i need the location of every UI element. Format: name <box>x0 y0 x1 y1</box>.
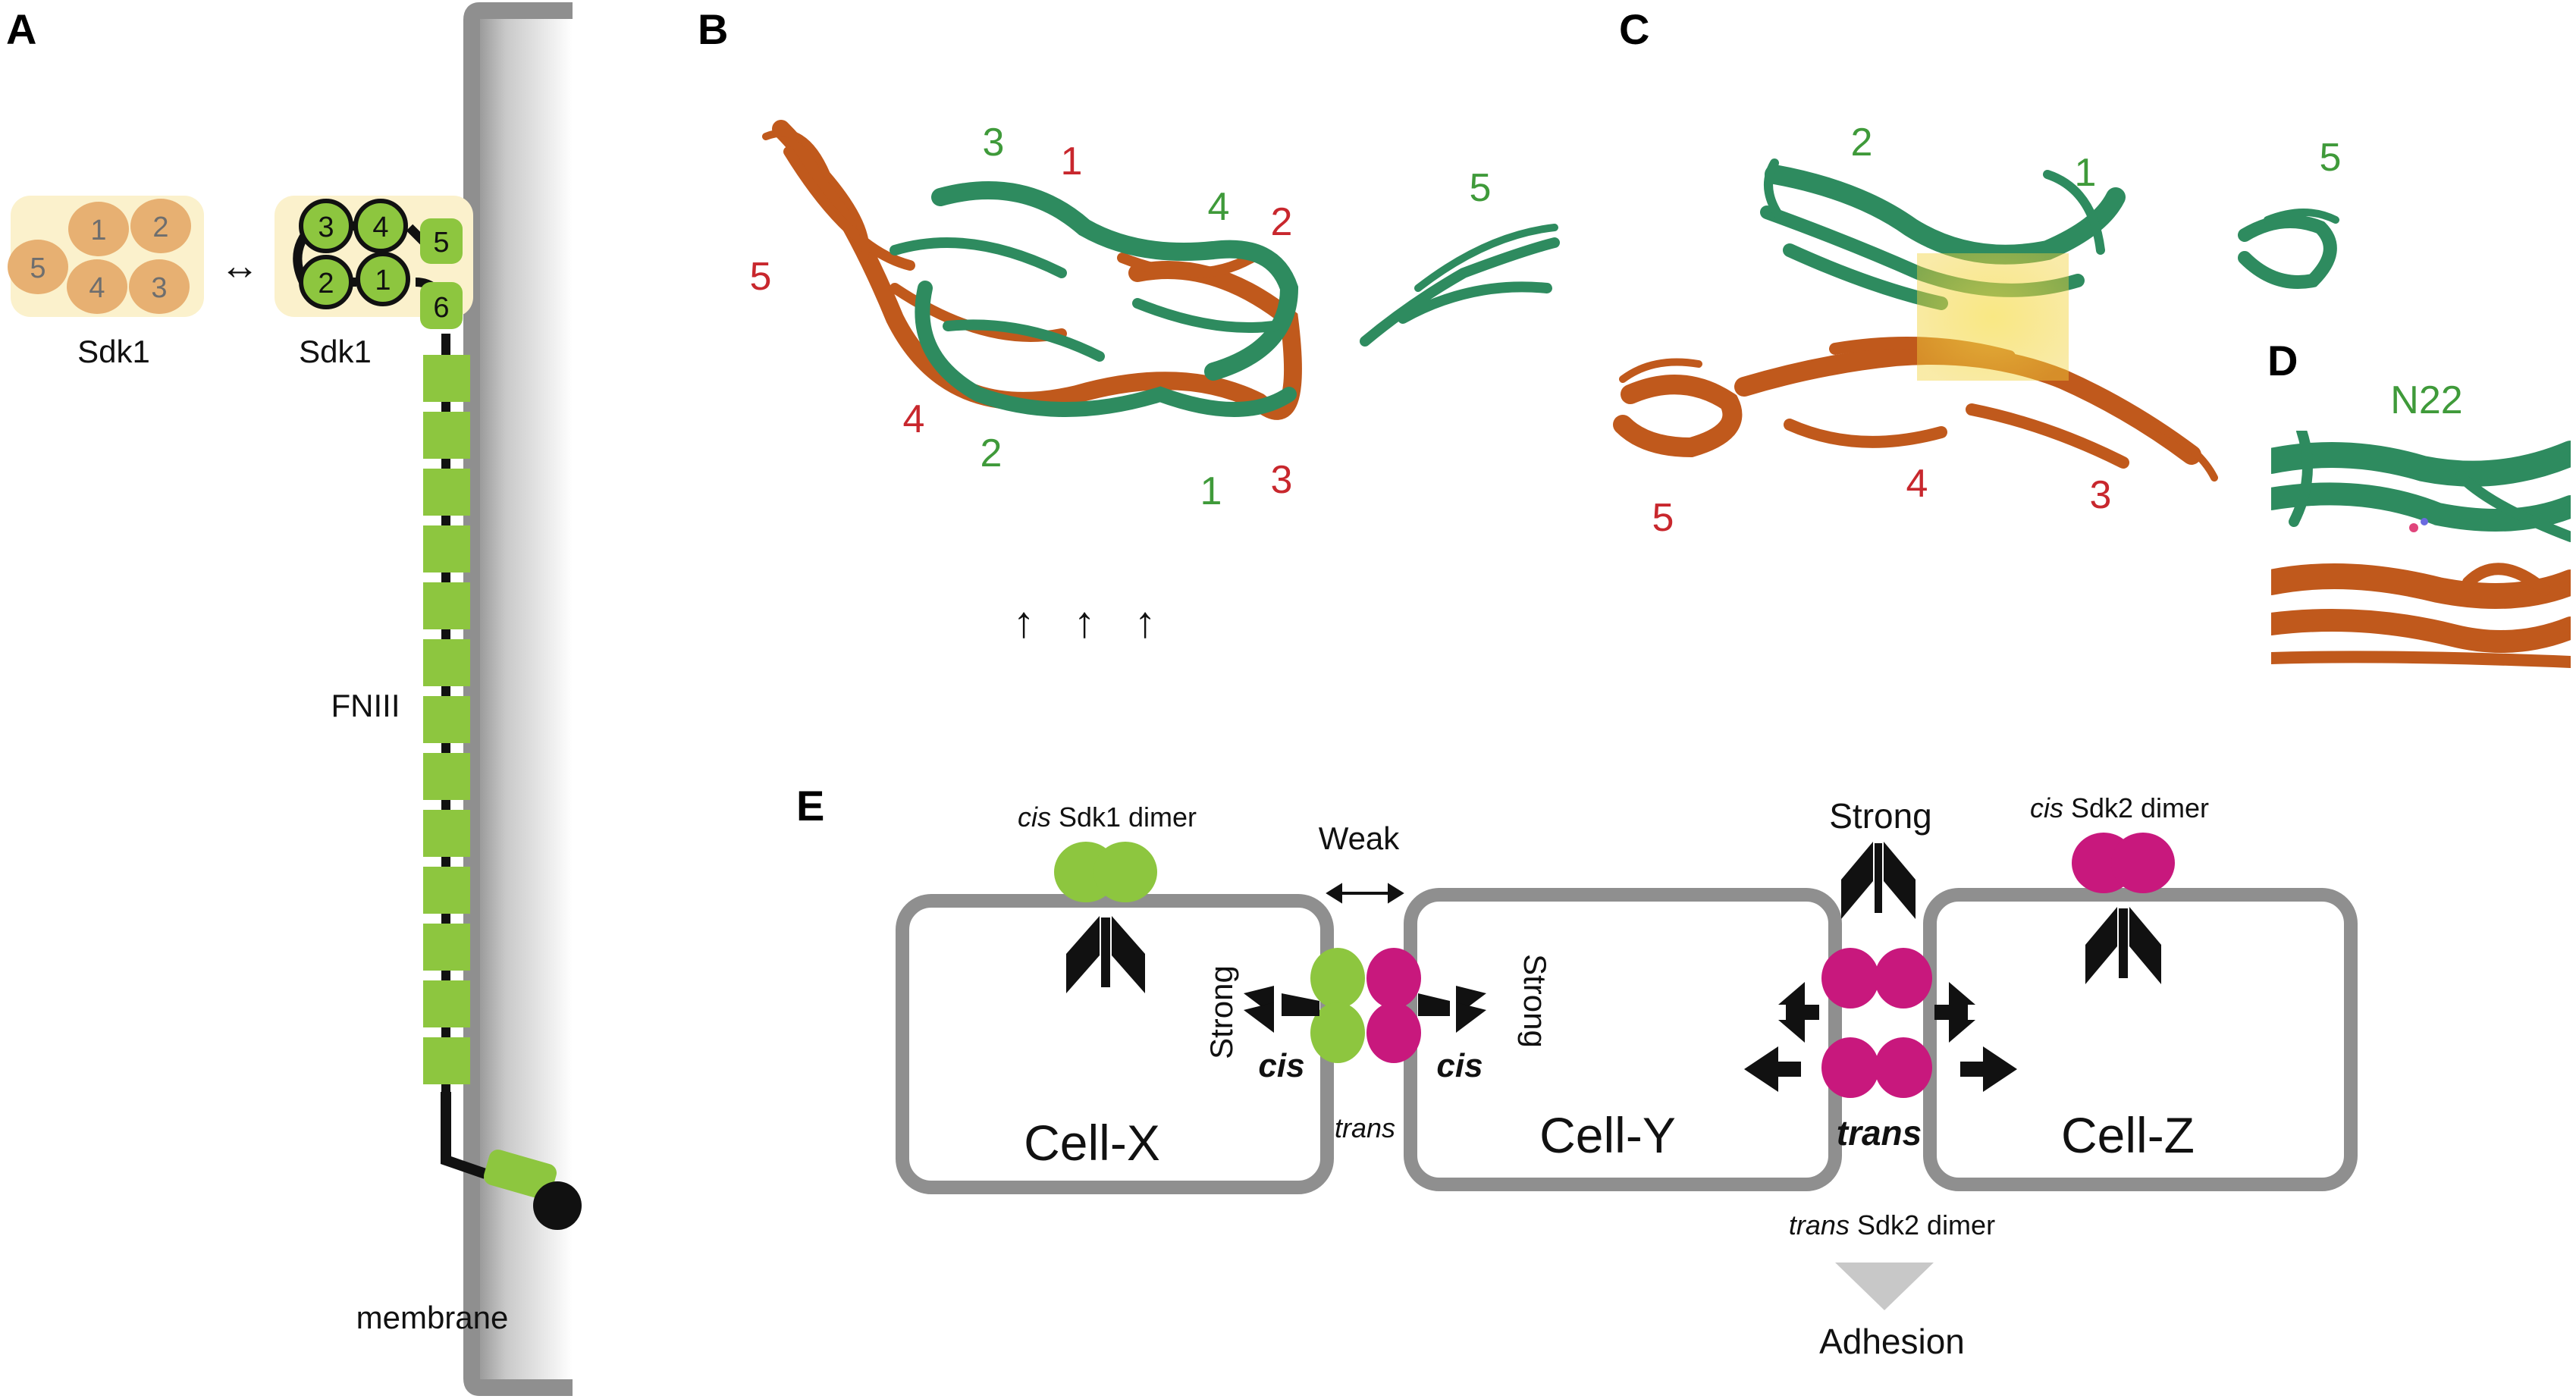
sdk1-monomer-label: Sdk1 <box>77 334 150 369</box>
b-red-3: 3 <box>1271 458 1293 502</box>
panel-label-e: E <box>796 782 824 830</box>
fniii-stalk <box>423 334 582 1230</box>
fniii-domain <box>423 867 470 914</box>
b-green-3: 3 <box>983 121 1005 165</box>
fniii-domain <box>423 639 470 686</box>
cis-sdk2-dimer-label: cis Sdk2 dimer <box>2030 792 2209 823</box>
b-red-5: 5 <box>750 255 772 299</box>
monomer-domain-5: 5 <box>30 253 45 284</box>
panel-a: 1 2 5 4 3 ↔ 3 4 5 2 1 6 Sdk1 Sdk1 <box>8 2 582 1396</box>
fniii-domain <box>423 810 470 857</box>
trans-bold-label: trans <box>1837 1113 1922 1153</box>
fniii-domain <box>423 525 470 572</box>
b-red-2: 2 <box>1271 200 1293 244</box>
fniii-domain <box>423 469 470 516</box>
cell-x-label: Cell-X <box>1024 1115 1160 1171</box>
folded-domain-4: 4 <box>372 212 388 243</box>
b-green-5: 5 <box>1470 166 1492 210</box>
trans-sdk2-pair <box>1821 948 1932 1098</box>
adhesion-triangle <box>1835 1263 1934 1310</box>
b-red-1: 1 <box>1061 140 1083 184</box>
panel-c: 2 1 5 4 3 5 <box>1613 121 2342 540</box>
fniii-label: FNIII <box>331 688 400 723</box>
fniii-domain <box>423 1037 470 1084</box>
folded-domain-6: 6 <box>433 292 449 324</box>
b-arrow-1: ↑ <box>1013 598 1035 647</box>
sdk1-sdk2-cis-pair <box>1310 948 1421 1063</box>
fniii-domain <box>423 924 470 971</box>
cis-sdk1-double-arrow <box>1066 916 1145 993</box>
monomer-domain-3: 3 <box>151 272 167 304</box>
structure-b-green-chain <box>890 181 1560 417</box>
c-green-5: 5 <box>2320 136 2342 180</box>
b-arrow-3: ↑ <box>1134 598 1156 647</box>
c-red-3: 3 <box>2090 473 2112 517</box>
panel-b: 3 4 5 2 1 1 2 5 4 3 ↑ ↑ ↑ <box>750 120 1560 647</box>
cis-right-label: cis <box>1436 1047 1483 1084</box>
trans-sdk2-dimer-label: trans Sdk2 dimer <box>1789 1209 1995 1241</box>
folded-domain-5: 5 <box>433 227 449 259</box>
fniii-domain <box>423 696 470 743</box>
b-red-4: 4 <box>903 397 925 441</box>
c-red-5: 5 <box>1652 496 1674 540</box>
zoom-inset <box>2271 431 2571 670</box>
cis-sdk1-dimer-top <box>1054 842 1157 902</box>
b-green-2: 2 <box>981 431 1002 475</box>
exchange-arrow: ↔ <box>220 244 259 288</box>
strong-arrow-left <box>1244 986 1319 1033</box>
trans-arrow-left <box>1744 982 1819 1092</box>
trans-arrow-right <box>1934 982 2017 1092</box>
panel-label-d: D <box>2267 337 2298 384</box>
cis-sdk2-double-arrow <box>2085 907 2161 984</box>
fniii-domain <box>423 412 470 459</box>
membrane-label: membrane <box>356 1300 509 1335</box>
folded-domain-2: 2 <box>318 268 334 300</box>
b-arrow-2: ↑ <box>1074 598 1096 647</box>
monomer-domain-1: 1 <box>90 215 106 246</box>
cell-y-label: Cell-Y <box>1539 1107 1676 1163</box>
panel-e: Cell-X Cell-Y Cell-Z cis Sdk1 dimer Weak <box>896 792 2358 1361</box>
fniii-domain <box>423 980 470 1027</box>
b-green-1: 1 <box>1200 469 1222 513</box>
panel-d: N22 <box>2271 378 2571 670</box>
cell-z-label: Cell-Z <box>2061 1107 2195 1163</box>
fniii-domain <box>423 753 470 800</box>
strong-top-arrow <box>1841 842 1916 919</box>
c-green-1: 1 <box>2075 151 2097 195</box>
sdk1-monomer: 1 2 5 4 3 <box>8 199 191 314</box>
panel-label-c: C <box>1619 5 1649 53</box>
sdk1-dimer-label: Sdk1 <box>299 334 372 369</box>
strong-left-label: Strong <box>1203 965 1239 1059</box>
c-red-4: 4 <box>1906 462 1928 506</box>
folded-domain-3: 3 <box>318 212 334 243</box>
c-green-2: 2 <box>1851 121 1873 165</box>
cis-left-label: cis <box>1258 1047 1304 1084</box>
residue-n22-label: N22 <box>2390 378 2462 422</box>
interface-highlight <box>1917 253 2069 381</box>
sdk1-folded: 3 4 5 2 1 6 <box>293 199 463 329</box>
weak-label: Weak <box>1319 820 1401 856</box>
folded-domain-1: 1 <box>375 265 391 296</box>
strong-top-label: Strong <box>1829 796 1932 836</box>
strong-right-label: Strong <box>1517 954 1553 1048</box>
trans-small-label: trans <box>1335 1112 1395 1143</box>
strong-arrow-right <box>1418 986 1486 1033</box>
cis-sdk1-dimer-label: cis Sdk1 dimer <box>1018 801 1197 833</box>
panel-label-a: A <box>6 5 36 53</box>
panel-label-b: B <box>698 5 728 53</box>
monomer-domain-2: 2 <box>152 212 168 243</box>
fniii-domain <box>423 355 470 402</box>
adhesion-label: Adhesion <box>1819 1322 1965 1361</box>
fniii-domain <box>423 582 470 629</box>
cis-sdk2-dimer-top <box>2072 833 2175 893</box>
monomer-domain-4: 4 <box>89 272 105 304</box>
cell-z-box <box>1923 888 2358 1191</box>
weak-arrow <box>1326 883 1404 904</box>
b-green-4: 4 <box>1208 185 1230 229</box>
